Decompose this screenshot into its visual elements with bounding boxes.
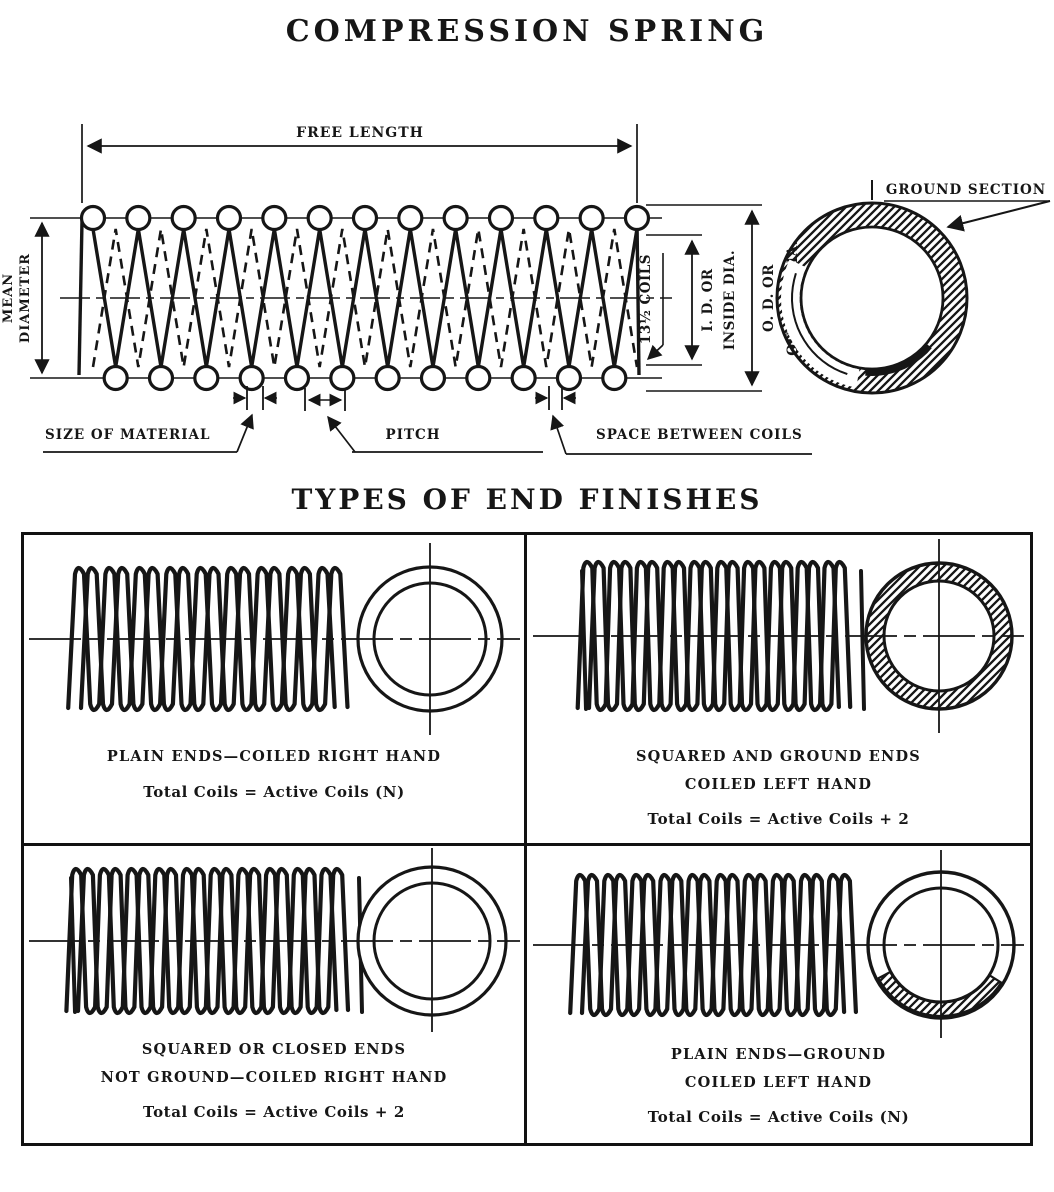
inside-diameter-dimension: I. D. OR INSIDE DIA. [646, 234, 738, 366]
wire-size-ticks [233, 386, 277, 410]
size-of-material-label: SIZE OF MATERIAL [45, 427, 210, 443]
quadrant-plain-ground-left: PLAIN ENDS—GROUND COILED LEFT HAND Total… [527, 846, 1030, 1143]
spring-side-view [63, 866, 364, 1016]
quadrant-caption: SQUARED AND GROUND ENDS [636, 748, 921, 765]
coil-space-ticks [535, 386, 576, 410]
quadrant-caption-2: COILED LEFT HAND [684, 775, 873, 793]
inside-diameter-label-1: I. D. OR [700, 268, 716, 332]
ground-crescent [876, 970, 1003, 1018]
compression-spring-diagram: FREE LENGTH MEAN DIAMETER 13½ COILS I. D… [1, 124, 1051, 455]
quadrant-formula: Total Coils = Active Coils + 2 [647, 810, 910, 829]
squared-ground-left-drawing [533, 539, 1024, 733]
quadrant-formula: Total Coils = Active Coils (N) [647, 1108, 910, 1127]
spring-side-view [77, 204, 651, 392]
mean-diameter-dimension: MEAN DIAMETER [1, 221, 50, 375]
free-length-label: FREE LENGTH [296, 125, 424, 141]
size-of-material-callout: SIZE OF MATERIAL [43, 413, 254, 453]
quadrant-caption-2: NOT GROUND—COILED RIGHT HAND [100, 1068, 448, 1086]
squared-closed-right-drawing [28, 848, 520, 1032]
pitch-callout: PITCH [327, 415, 543, 453]
outside-diameter-label-1: O. D. OR [761, 264, 777, 332]
spring-side-view [575, 559, 866, 713]
section-title: TYPES OF END FINISHES [291, 483, 763, 516]
quadrant-caption-2: COILED LEFT HAND [684, 1073, 873, 1091]
plain-right-drawing [28, 543, 520, 735]
quadrant-plain-right: PLAIN ENDS—COILED RIGHT HAND Total Coils… [24, 535, 527, 846]
ground-section-callout: GROUND SECTION [884, 182, 1051, 232]
free-length-dimension: FREE LENGTH [81, 124, 638, 203]
quadrant-caption: PLAIN ENDS—GROUND [670, 1046, 887, 1063]
plain-ground-left-drawing [533, 850, 1024, 1038]
pitch-label: PITCH [385, 427, 440, 443]
quadrant-formula: Total Coils = Active Coils (N) [143, 782, 405, 801]
quadrant-squared-closed-right: SQUARED OR CLOSED ENDS NOT GROUND—COILED… [24, 846, 527, 1143]
ground-section-label: GROUND SECTION [886, 182, 1046, 198]
quadrant-caption: PLAIN ENDS—COILED RIGHT HAND [106, 748, 442, 765]
spring-side-view [65, 565, 350, 713]
ground-end-view [775, 180, 969, 395]
inside-diameter-label-2: INSIDE DIA. [722, 250, 738, 350]
coils-count-label: 13½ COILS [638, 254, 654, 344]
mean-diameter-label-1: MEAN [1, 273, 16, 323]
spring-side-view [568, 872, 858, 1018]
pitch-ticks [304, 388, 346, 411]
space-between-coils-label: SPACE BETWEEN COILS [596, 427, 803, 443]
space-between-coils-callout: SPACE BETWEEN COILS [550, 414, 812, 455]
quadrant-caption: SQUARED OR CLOSED ENDS [141, 1041, 407, 1058]
end-finishes-grid: PLAIN ENDS—COILED RIGHT HAND Total Coils… [21, 532, 1033, 1146]
quadrant-formula: Total Coils = Active Coils + 2 [143, 1103, 405, 1122]
page-title: COMPRESSION SPRING [285, 14, 769, 49]
coils-count-note: 13½ COILS [638, 253, 664, 360]
quadrant-squared-ground-left: SQUARED AND GROUND ENDS COILED LEFT HAND… [527, 535, 1030, 846]
mean-diameter-label-2: DIAMETER [18, 253, 33, 343]
